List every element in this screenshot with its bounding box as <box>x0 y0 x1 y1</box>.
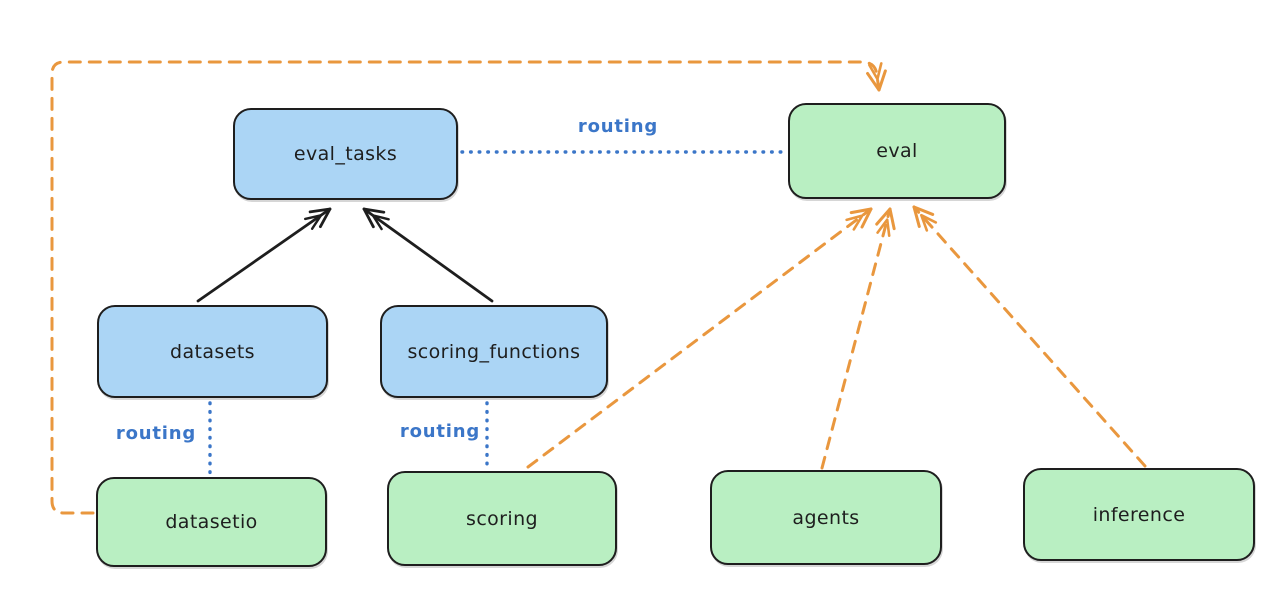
node-label: scoring <box>466 507 538 530</box>
node-scoring[interactable]: scoring <box>387 471 617 566</box>
edge-scoring-functions-to-eval-tasks[interactable] <box>362 207 494 303</box>
node-eval-tasks[interactable]: eval_tasks <box>233 108 458 200</box>
edge-inference-to-eval[interactable] <box>912 205 1147 468</box>
node-label: eval <box>876 140 918 162</box>
edge-label-routing-scoring-functions-scoring: routing <box>399 421 481 442</box>
edge-label-routing-eval-tasks-eval: routing <box>577 116 659 137</box>
node-label: inference <box>1092 503 1186 526</box>
edge-label-routing-datasets-datasetio: routing <box>115 423 197 444</box>
node-inference[interactable]: inference <box>1023 468 1255 561</box>
edge-agents-to-eval[interactable] <box>820 207 896 470</box>
node-datasets[interactable]: datasets <box>97 305 328 398</box>
edge-datasets-to-eval-tasks[interactable] <box>196 207 332 303</box>
node-eval[interactable]: eval <box>788 103 1006 199</box>
node-label: datasetio <box>165 511 258 533</box>
edge-scoring-to-eval[interactable] <box>526 207 873 469</box>
edge-datasetio-to-eval-loop[interactable] <box>50 60 887 515</box>
node-datasetio[interactable]: datasetio <box>96 477 327 567</box>
node-label: scoring_functions <box>407 340 581 363</box>
node-label: agents <box>792 506 860 529</box>
node-agents[interactable]: agents <box>710 470 942 565</box>
node-label: eval_tasks <box>293 143 398 165</box>
node-label: datasets <box>170 340 255 363</box>
node-scoring-functions[interactable]: scoring_functions <box>380 305 608 398</box>
